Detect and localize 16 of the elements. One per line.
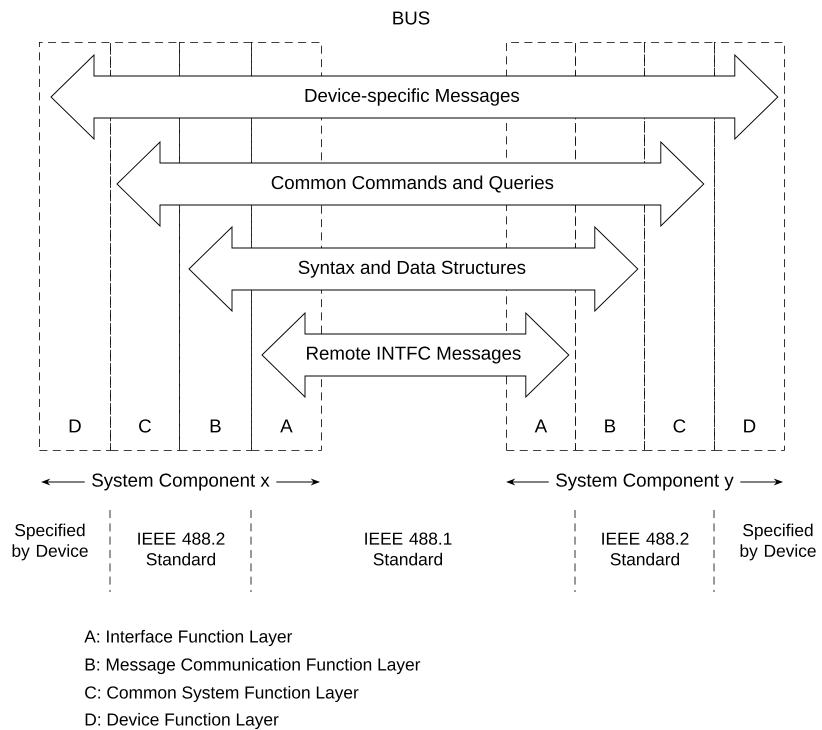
standard-label: Specified by Device	[740, 524, 816, 560]
standard-label: IEEE 488.2 Standard	[138, 532, 224, 566]
key-text: A: Interface Function Layer	[84, 630, 292, 646]
standard-label: IEEE 488.2 Standard	[602, 532, 688, 566]
component-label: System Component y	[556, 474, 734, 490]
key-text: C: Common System Function Layer	[85, 686, 358, 702]
title: BUS	[393, 11, 430, 25]
standard-label: IEEE 488.1 Standard	[365, 532, 452, 566]
key-text: B: Message Communication Function Layer	[86, 658, 420, 674]
standard-label: Specified by Device	[12, 524, 88, 560]
key-text: D: Device Function Layer	[86, 712, 279, 730]
layer-column: D	[39, 42, 111, 451]
layer-column: C	[644, 42, 715, 451]
layer-column: D	[714, 42, 785, 451]
layer-column: C	[110, 42, 180, 451]
component-label: System Component x	[92, 474, 270, 490]
